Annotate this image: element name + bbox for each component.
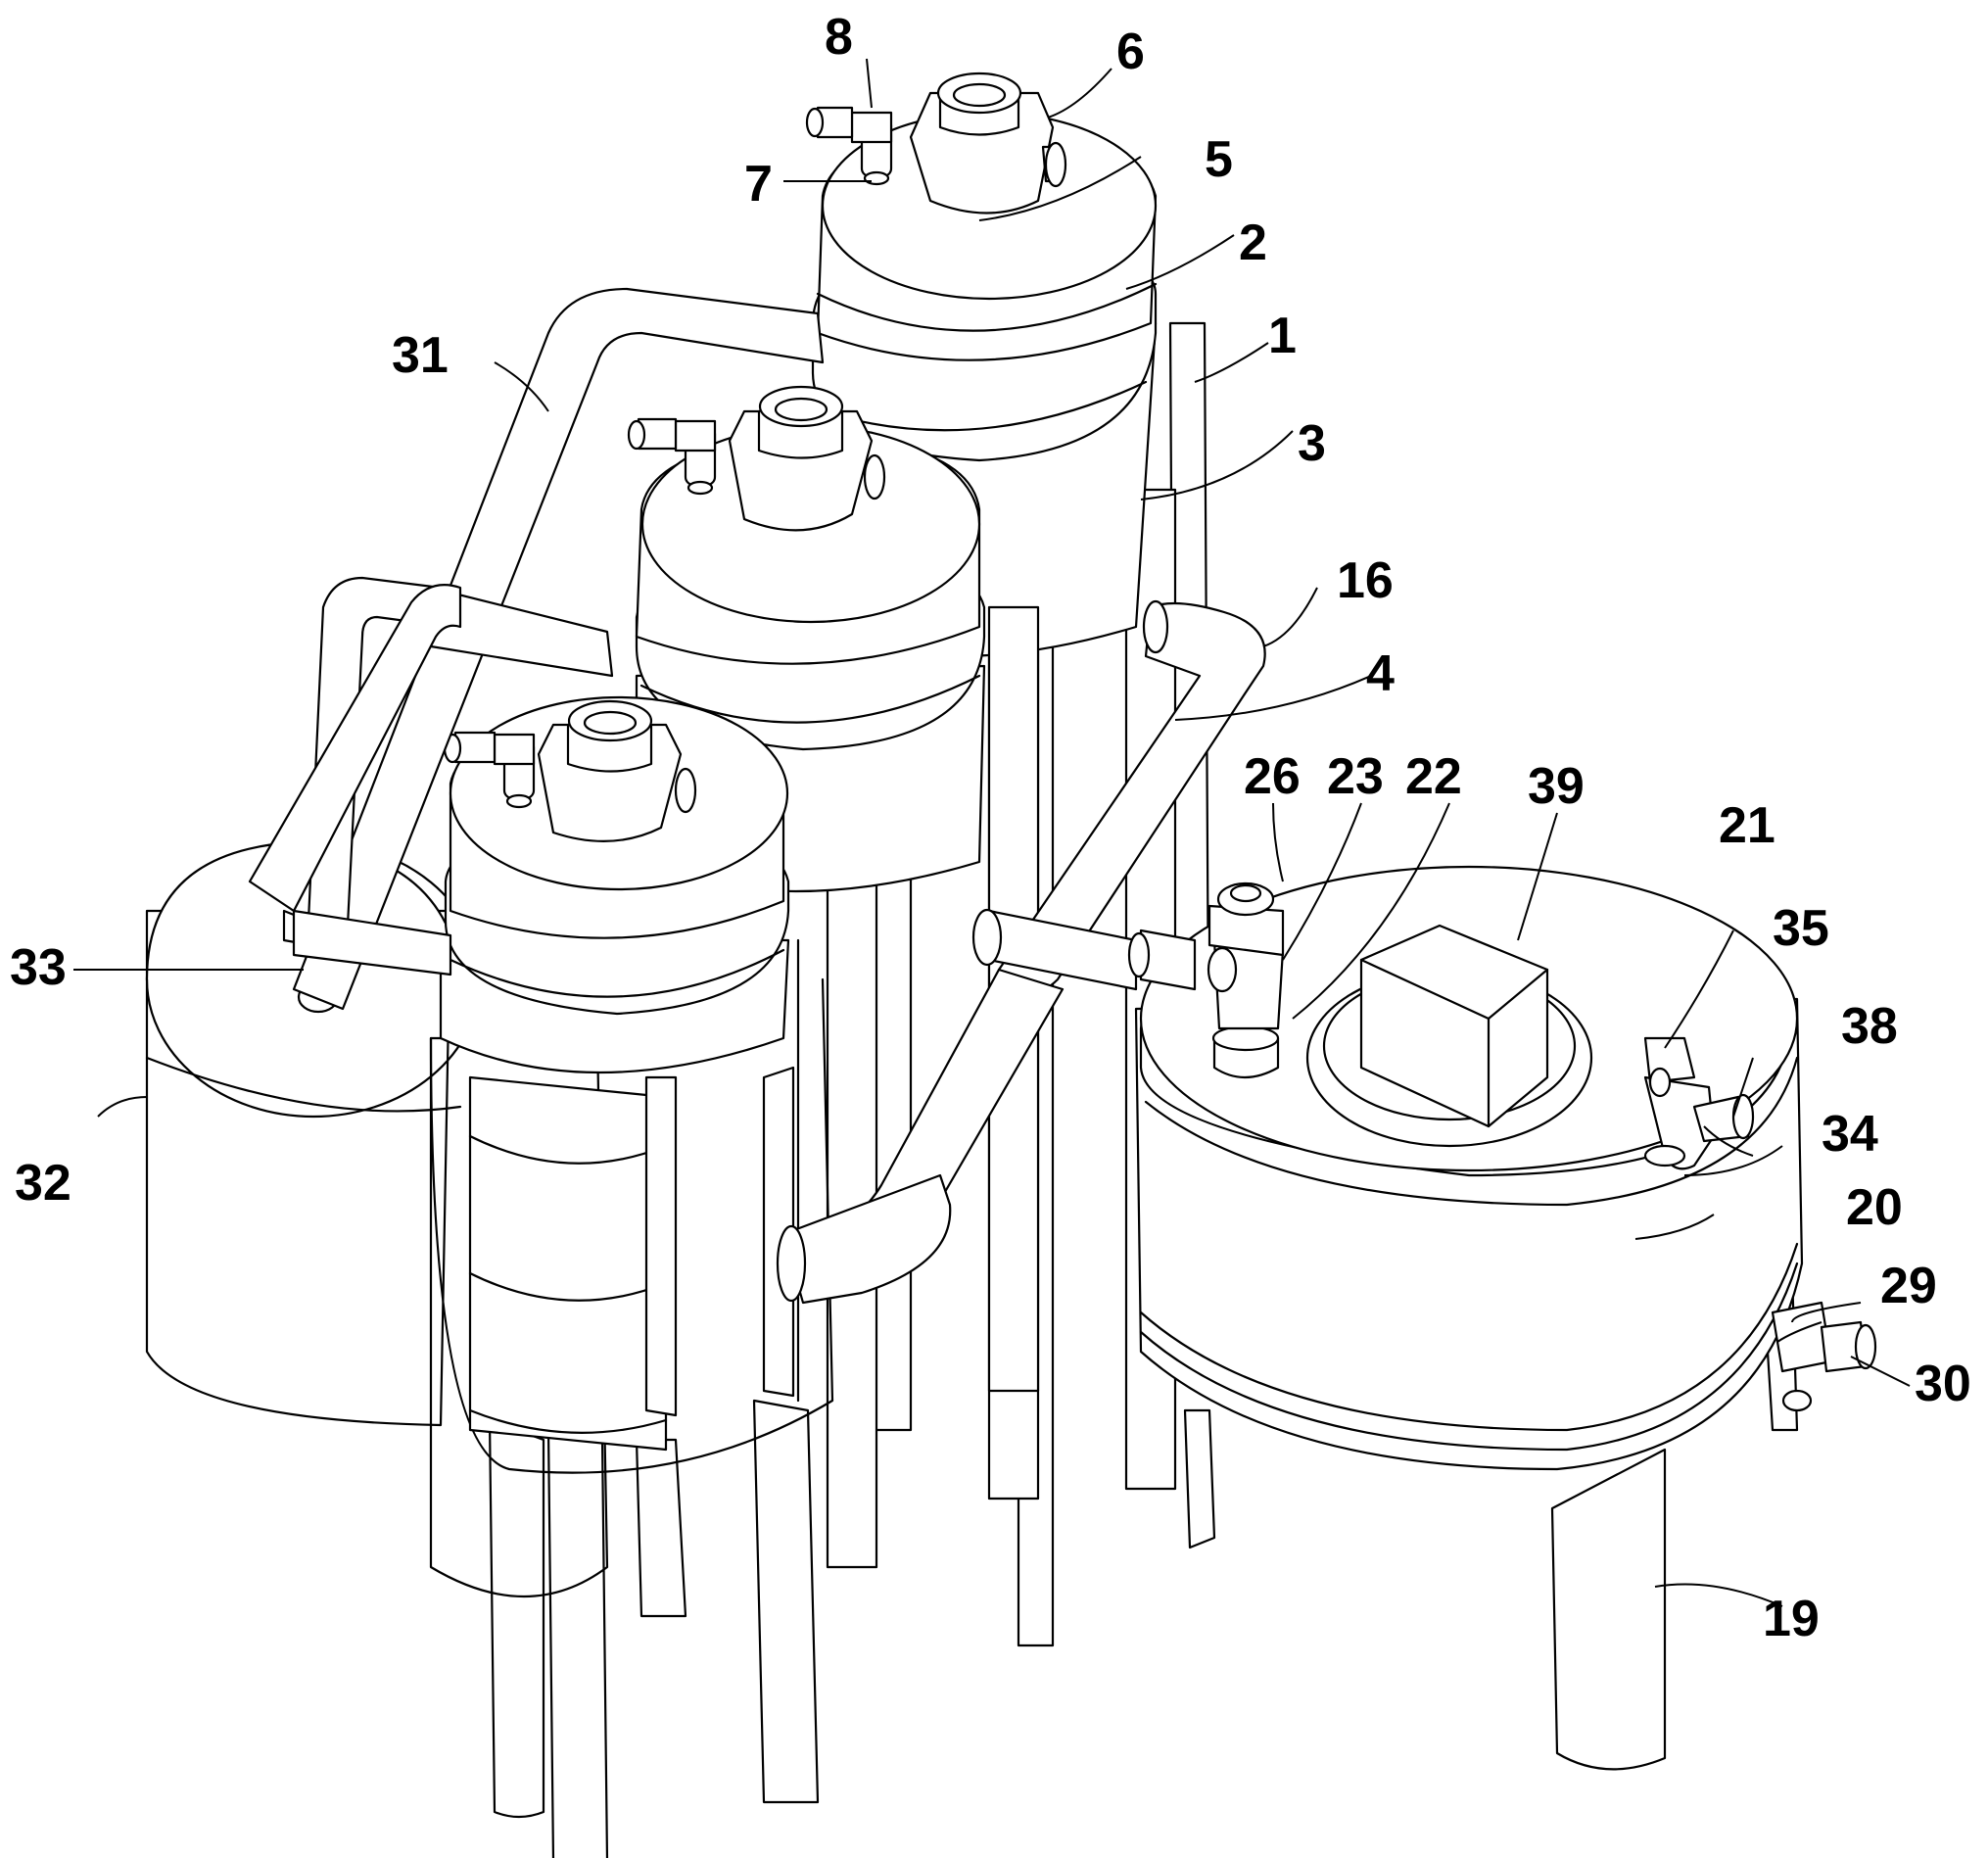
pipe-network-31 — [248, 287, 825, 1011]
reference-numerals: 8 6 5 7 2 1 31 3 16 4 26 23 22 39 21 35 … — [10, 9, 1971, 1647]
label-2: 2 — [1239, 214, 1267, 271]
label-3: 3 — [1298, 415, 1326, 472]
label-6: 6 — [1116, 24, 1145, 80]
tank-20-fittings — [1127, 881, 1877, 1412]
label-1: 1 — [1268, 308, 1297, 364]
label-31: 31 — [392, 327, 449, 384]
label-19: 19 — [1763, 1591, 1820, 1647]
column-front — [429, 695, 834, 1858]
label-34: 34 — [1822, 1106, 1878, 1163]
label-22: 22 — [1405, 748, 1462, 805]
label-33: 33 — [10, 939, 67, 996]
label-39: 39 — [1528, 758, 1585, 815]
label-32: 32 — [15, 1155, 71, 1212]
label-21: 21 — [1719, 797, 1775, 854]
label-8: 8 — [825, 9, 853, 66]
label-4: 4 — [1366, 645, 1395, 702]
label-29: 29 — [1880, 1258, 1937, 1314]
pipe-16 — [776, 599, 1266, 1305]
label-7: 7 — [744, 156, 773, 213]
fitting-39 — [1359, 924, 1549, 1128]
column-1-fittings — [805, 71, 1067, 214]
leader-lines — [73, 58, 1911, 1607]
label-20: 20 — [1846, 1179, 1903, 1236]
column-front-fittings — [443, 699, 697, 842]
label-5: 5 — [1205, 131, 1233, 188]
label-30: 30 — [1915, 1356, 1971, 1412]
label-23: 23 — [1327, 748, 1384, 805]
label-38: 38 — [1841, 998, 1898, 1055]
column-middle-fittings — [627, 385, 886, 532]
label-16: 16 — [1337, 552, 1394, 609]
label-26: 26 — [1244, 748, 1301, 805]
label-35: 35 — [1773, 900, 1829, 957]
